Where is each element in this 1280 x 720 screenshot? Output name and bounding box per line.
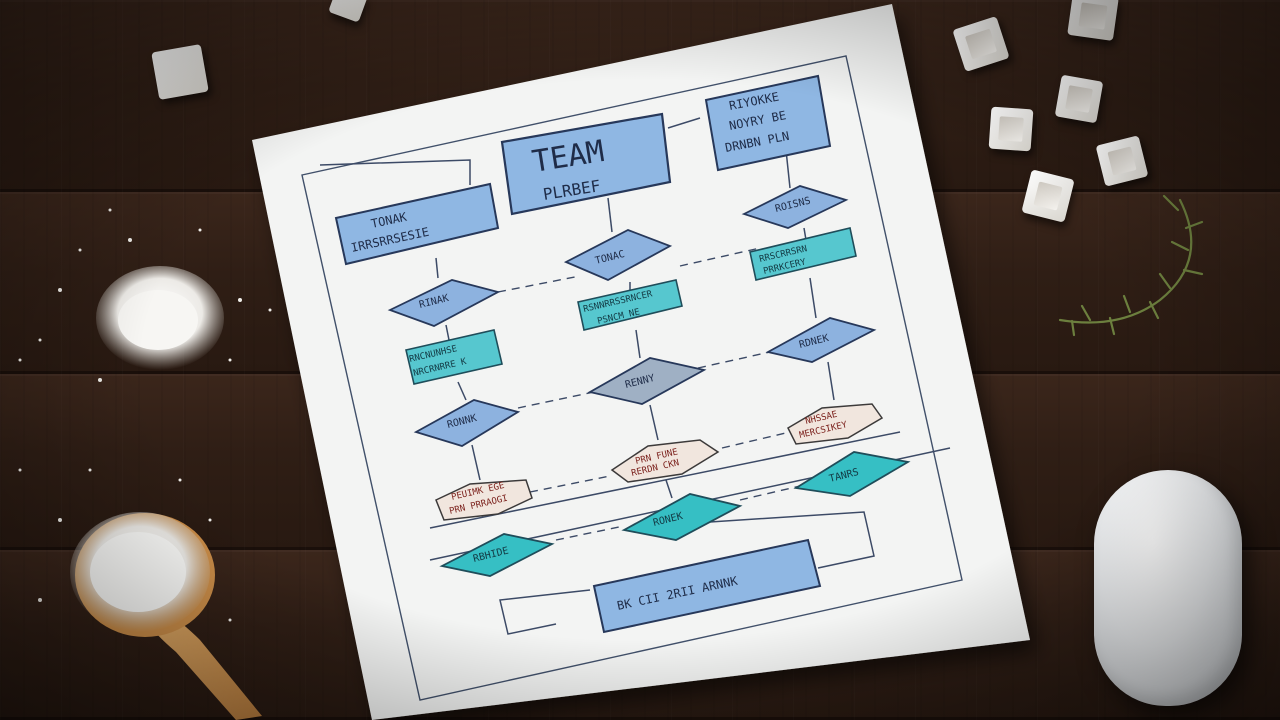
salt-pile-spoon xyxy=(70,512,210,632)
diamond-left-2: RONNK xyxy=(413,399,521,447)
paper-sheet xyxy=(252,4,1030,720)
salt-grains xyxy=(18,208,272,622)
computer-mouse xyxy=(1094,470,1242,706)
diamond-mid-2: RENNY xyxy=(587,357,707,405)
teal-box-left: RNCNUNHSE NRCRNRRE K xyxy=(405,329,503,385)
paper-frame xyxy=(301,55,963,701)
hex-note-left: PEUIMK EGE PRN PRRAOGI xyxy=(435,479,533,521)
diamond-right-top: ROISNS xyxy=(741,185,849,229)
salt-pile-top xyxy=(96,266,224,370)
hex-note-right: NHSSAE MERCSIKEY xyxy=(787,403,884,445)
diamond-mid-bottom: RONEK xyxy=(621,493,743,541)
diamond-right-2: RDNEK xyxy=(765,317,877,363)
top-right-box: RIYOKKE NOYRY BE DRNBN PLN xyxy=(704,74,832,172)
dashed-links xyxy=(497,247,801,541)
diamond-mid-top: TONAC xyxy=(563,229,673,281)
diamond-left-1: RINAK xyxy=(387,279,501,327)
diamond-right-3: TANRS xyxy=(793,451,911,497)
bottom-box: BK CII 2RII ARNNK xyxy=(592,538,822,634)
hex-note-mid: PRN FUNE RERDN CKN xyxy=(610,439,720,483)
diamond-left-bottom: RBHIDE xyxy=(439,533,555,577)
title-box: TEAM PLRBEF xyxy=(500,112,672,216)
left-box: TONAK IRRSRRSESIE xyxy=(334,182,500,266)
